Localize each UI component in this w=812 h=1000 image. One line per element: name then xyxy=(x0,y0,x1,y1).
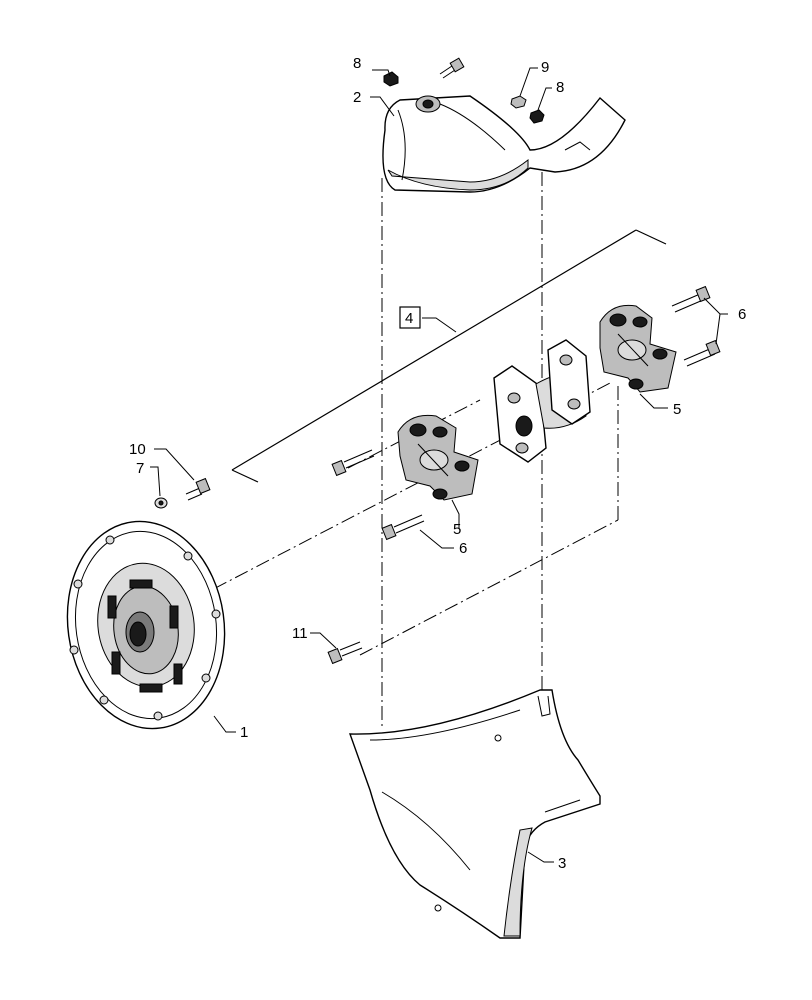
centerlines xyxy=(149,172,619,760)
callout-7: 7 xyxy=(136,460,144,477)
callout-5-lower: 5 xyxy=(453,521,461,538)
callout-4: 4 xyxy=(405,310,413,327)
bolt-6-lower xyxy=(381,514,425,541)
assembly-bracket-4 xyxy=(231,229,667,483)
callout-4-box xyxy=(399,306,421,329)
callout-1: 1 xyxy=(240,724,248,741)
callout-6-lower: 6 xyxy=(459,540,467,557)
callout-3: 3 xyxy=(558,855,566,872)
bolt-top xyxy=(439,57,465,79)
center-shaft xyxy=(493,339,591,463)
hardware-8-right xyxy=(529,109,545,124)
callout-8-left: 8 xyxy=(353,55,361,72)
flex-plate xyxy=(66,520,226,730)
bolt-center-left xyxy=(331,449,375,477)
callout-10: 10 xyxy=(129,441,146,458)
bolt-11 xyxy=(327,641,363,665)
callout-8-right: 8 xyxy=(556,79,564,96)
coupling-center xyxy=(397,414,479,501)
washer-7 xyxy=(154,497,168,509)
lower-shield xyxy=(348,689,601,939)
bolt-10 xyxy=(185,477,211,501)
callout-9: 9 xyxy=(541,59,549,76)
hardware-8-left xyxy=(383,71,399,87)
leader-lines xyxy=(150,67,728,863)
upper-shield xyxy=(382,95,626,193)
callout-5-upper: 5 xyxy=(673,401,681,418)
callout-6-upper: 6 xyxy=(738,306,746,323)
hardware-9 xyxy=(510,95,527,109)
callout-11: 11 xyxy=(292,625,308,642)
bolt-6-upper-b xyxy=(683,339,721,367)
callout-labels: 8 2 9 8 4 6 5 10 7 5 6 11 1 3 xyxy=(129,55,746,872)
callout-2: 2 xyxy=(353,89,361,106)
bolt-6-upper-a xyxy=(671,285,711,313)
coupling-upper-right xyxy=(599,304,677,393)
